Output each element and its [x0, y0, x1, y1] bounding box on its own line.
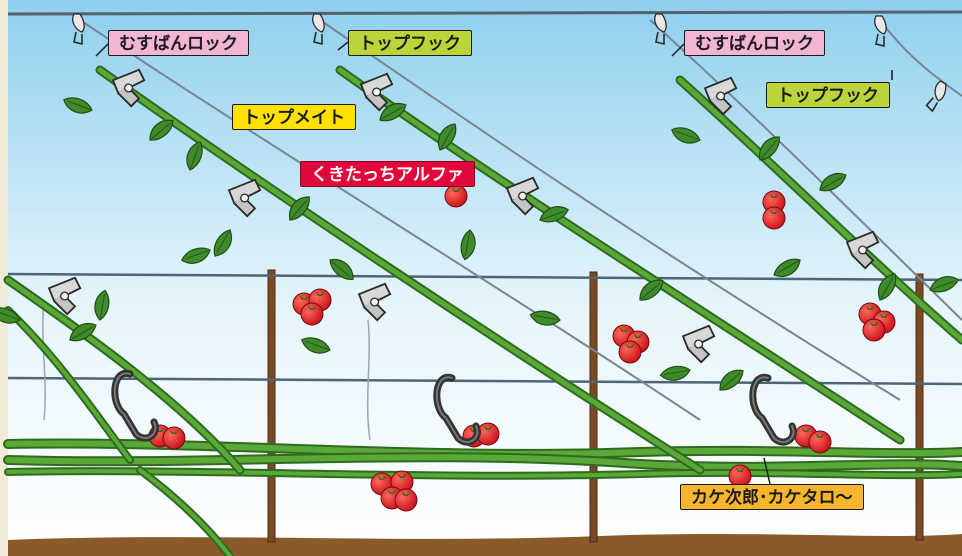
label-top-hook-2: トップフック	[766, 82, 890, 108]
label-top-mate: トップメイト	[232, 104, 356, 130]
soil	[8, 534, 962, 556]
label-kukitacchi-alpha: くきたっちアルファ	[300, 161, 475, 187]
hanging-twine	[42, 299, 371, 441]
label-musuban-lock-2: むすばんロック	[684, 30, 825, 56]
tomato-cluster	[444, 184, 468, 208]
label-kakejiro: カケ次郎･カケタロ〜	[680, 484, 864, 510]
diagonal-stems	[3, 65, 962, 556]
guide-strings	[79, 19, 962, 421]
leader-lines	[95, 41, 893, 485]
tomato-cluster	[762, 190, 786, 230]
top-wire	[7, 10, 962, 16]
label-top-hook-1: トップフック	[348, 30, 472, 56]
label-musuban-lock-1: むすばんロック	[108, 30, 249, 56]
